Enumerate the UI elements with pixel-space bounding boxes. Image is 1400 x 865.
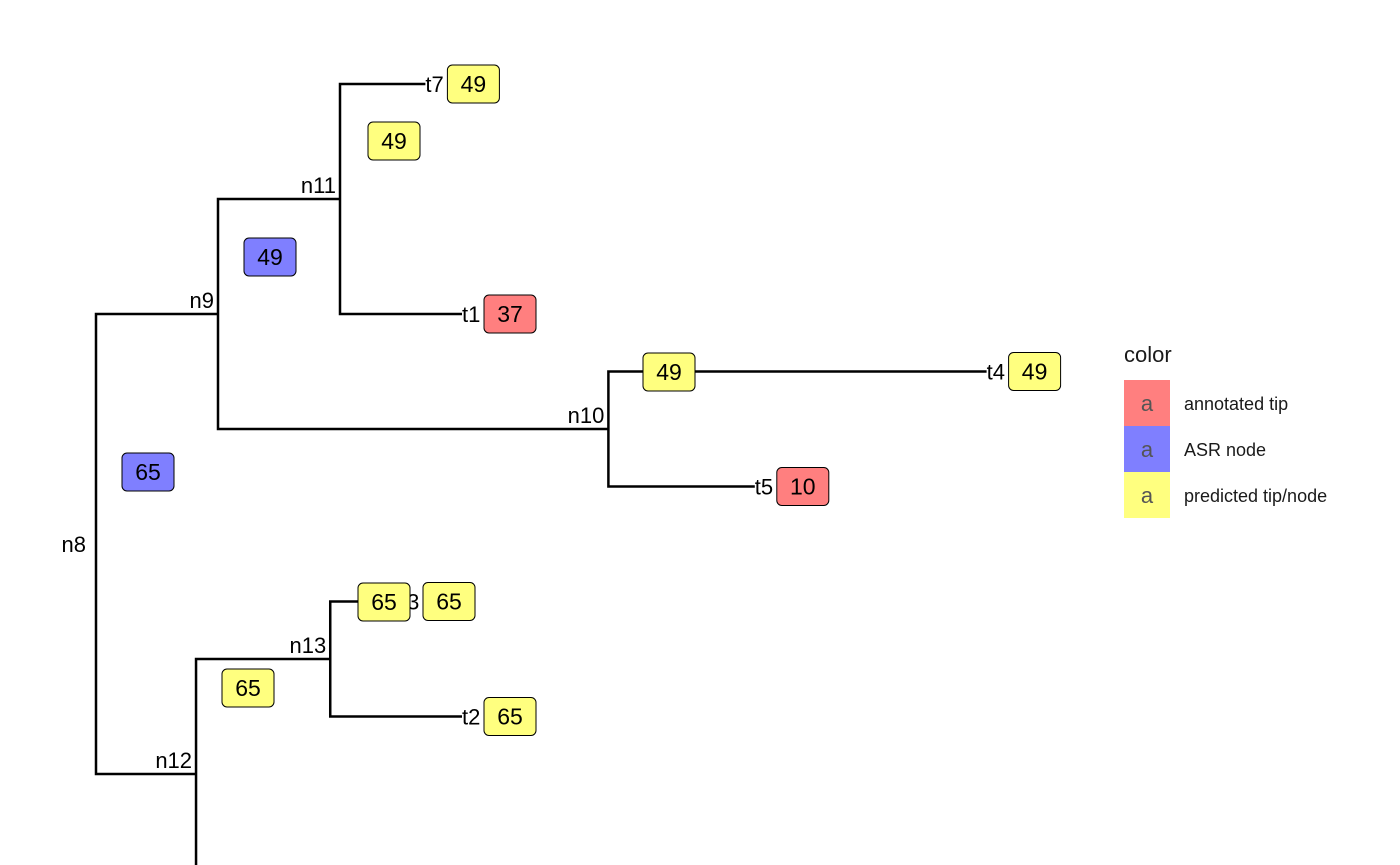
svg-text:a: a (1141, 437, 1154, 462)
badge-n10: 49 (642, 352, 696, 392)
svg-text:49: 49 (656, 359, 682, 385)
branch-n11-t7 (338, 82, 426, 199)
badge-n13: 65 (357, 582, 411, 622)
badge-n8: 65 (121, 452, 175, 492)
node-labels: n8n9n11n10n12n13t7t1t4t5t3t2t6 (62, 72, 1005, 773)
branch-n12-t6 (194, 774, 198, 865)
branch-n10-t5 (607, 429, 755, 488)
svg-text:49: 49 (381, 128, 407, 154)
svg-text:49: 49 (1022, 359, 1048, 385)
badge-t1: 37 (483, 294, 537, 334)
svg-text:a: a (1141, 391, 1154, 416)
label-t5: t5 (755, 475, 773, 500)
legend-item-annotated-tip: a annotated tip (1124, 380, 1288, 426)
legend-item-predicted: a predicted tip/node (1124, 472, 1327, 518)
svg-text:a: a (1141, 483, 1154, 508)
svg-text:65: 65 (235, 675, 261, 701)
badge-t4: 49 (1008, 352, 1062, 391)
badge-t7: 49 (446, 64, 500, 104)
tree-branches (94, 82, 987, 865)
label-n10: n10 (568, 403, 605, 428)
badge-t2: 65 (483, 697, 537, 736)
branch-n13-t2 (328, 659, 462, 718)
branch-n9-n10 (216, 314, 609, 431)
badge-n11: 49 (367, 121, 421, 161)
legend-item-asr-node: a ASR node (1124, 426, 1266, 472)
branch-n11-t1 (338, 199, 462, 316)
legend-title: color (1124, 342, 1172, 367)
svg-text:65: 65 (135, 459, 161, 485)
branch-n9-n11 (216, 197, 340, 314)
label-n11: n11 (301, 173, 336, 198)
node-badges: 49494965654937491065658065 (121, 64, 1062, 736)
badge-n12: 65 (221, 668, 275, 708)
label-n12: n12 (155, 748, 192, 773)
label-t1: t1 (462, 302, 480, 327)
badge-n9: 49 (243, 237, 297, 277)
svg-text:annotated tip: annotated tip (1184, 394, 1288, 414)
branch-n12-n13 (194, 657, 331, 774)
label-t7: t7 (425, 72, 443, 97)
label-n13: n13 (290, 633, 327, 658)
branch-n8-n12 (94, 544, 197, 776)
badge-t3: 65 (422, 582, 476, 621)
svg-text:65: 65 (436, 589, 462, 615)
svg-text:ASR node: ASR node (1184, 440, 1266, 460)
branch-n8-n9 (94, 312, 218, 544)
label-t4: t4 (987, 360, 1005, 385)
label-n8: n8 (62, 532, 86, 557)
svg-text:10: 10 (790, 474, 816, 500)
branch-n10-t4 (607, 370, 987, 429)
svg-text:49: 49 (257, 244, 283, 270)
svg-text:37: 37 (497, 301, 523, 327)
label-n9: n9 (190, 288, 214, 313)
svg-text:65: 65 (497, 704, 523, 730)
svg-text:65: 65 (371, 589, 397, 615)
svg-text:49: 49 (461, 71, 487, 97)
svg-text:predicted tip/node: predicted tip/node (1184, 486, 1327, 506)
label-t2: t2 (462, 705, 480, 730)
badge-t5: 10 (776, 467, 830, 506)
